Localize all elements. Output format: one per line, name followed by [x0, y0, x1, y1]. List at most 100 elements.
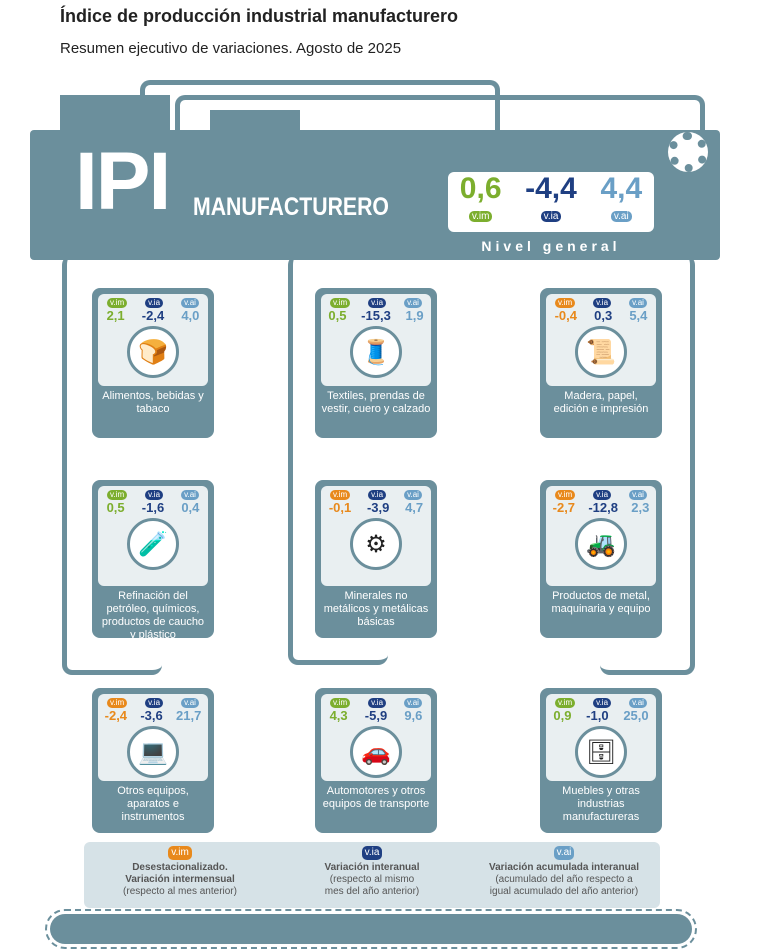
sector-label: Alimentos, bebidas y tabaco	[102, 390, 204, 415]
paper-rolls-icon: 📜	[575, 326, 627, 378]
vai-value: 9,6	[404, 708, 423, 723]
sector-label: Muebles y otras industrias manufacturera…	[562, 785, 640, 823]
header-building	[210, 110, 300, 150]
via-value: -5,9	[364, 708, 388, 723]
via-badge: v.ia	[368, 698, 387, 708]
vai-badge: v.ai	[404, 298, 422, 308]
general-vim-value: 0,6	[459, 172, 502, 205]
vai-value: 25,0	[623, 708, 649, 723]
tractor-icon: 🚜	[575, 518, 627, 570]
vai-value: 2,3	[631, 500, 650, 515]
vim-value: -2,7	[552, 500, 576, 515]
vim-badge: v.im	[555, 298, 576, 308]
legend: v.im Desestacionalizado. Variación inter…	[84, 842, 660, 908]
vim-value: 4,3	[329, 708, 348, 723]
vim-badge: v.im	[330, 298, 351, 308]
furniture-icon: 🗄	[575, 726, 627, 778]
vim-badge: v.im	[107, 490, 128, 500]
legend-line: (acumulado del año respecto a	[495, 874, 633, 885]
manufacturero-label: MANUFACTURERO	[193, 193, 389, 221]
via-value: -12,8	[588, 500, 618, 515]
vai-badge: v.ai	[404, 698, 422, 708]
general-via-value: -4,4	[525, 172, 577, 205]
legend-line: Desestacionalizado.	[132, 862, 228, 873]
vim-value: -0,1	[328, 500, 352, 515]
legend-line: mes del año anterior)	[324, 886, 420, 897]
vai-value: 0,4	[181, 500, 200, 515]
vai-value: 21,7	[176, 708, 202, 723]
via-value: -1,6	[141, 500, 165, 515]
page-subtitle: Resumen ejecutivo de variaciones. Agosto…	[60, 40, 402, 57]
via-value: -2,4	[141, 308, 165, 323]
car-motorcycle-icon: 🚗	[350, 726, 402, 778]
via-badge: v.ia	[368, 298, 387, 308]
sector-label: Minerales no metálicos y metálicas básic…	[323, 590, 429, 628]
legend-line: (respecto al mismo	[329, 874, 415, 885]
via-badge: v.ia	[540, 211, 562, 222]
laptop-phone-icon: 💻	[127, 726, 179, 778]
legend-line: Variación interanual	[324, 862, 420, 873]
sector-label: Refinación del petróleo, químicos, produ…	[101, 590, 205, 641]
via-value: 0,3	[594, 308, 613, 323]
chemicals-icon: 🧪	[127, 518, 179, 570]
vai-badge: v.ai	[610, 211, 632, 222]
page-title: Índice de producción industrial manufact…	[60, 6, 459, 26]
via-badge: v.ia	[593, 698, 612, 708]
pipe	[175, 95, 705, 155]
via-value: -3,9	[366, 500, 390, 515]
vai-badge: v.ai	[181, 698, 199, 708]
legend-line: Variación acumulada interanual	[488, 862, 640, 873]
vim-badge: v.im	[107, 698, 128, 708]
vim-badge: v.im	[555, 490, 576, 500]
vim-badge: v.im	[107, 298, 128, 308]
vai-value: 5,4	[629, 308, 648, 323]
sector-label: Madera, papel, edición e impresión	[553, 390, 649, 415]
vim-value: -2,4	[104, 708, 128, 723]
general-label: Nivel general	[481, 238, 621, 254]
vim-value: -0,4	[554, 308, 577, 323]
vai-badge: v.ai	[404, 490, 422, 500]
vai-value: 4,7	[405, 500, 424, 515]
vai-value: 1,9	[405, 308, 424, 323]
textile-icon: 🧵	[350, 326, 402, 378]
header-building	[60, 95, 170, 155]
via-badge: v.ia	[145, 490, 164, 500]
vai-value: 4,0	[181, 308, 200, 323]
legend-badge: v.im	[168, 846, 192, 860]
via-badge: v.ia	[145, 698, 164, 708]
legend-badge: v.ai	[553, 846, 575, 860]
legend-item: v.ai Variación acumulada interanual (acu…	[468, 842, 660, 908]
via-badge: v.ia	[145, 298, 164, 308]
pipe	[600, 255, 695, 675]
vai-badge: v.ai	[629, 698, 647, 708]
via-value: -3,6	[140, 708, 163, 723]
vim-badge: v.im	[330, 698, 351, 708]
vim-value: 0,5	[328, 308, 347, 323]
sector-card: v.im v.ia v.ai 4,3 -5,9 9,6 🚗 Automotores y …	[315, 688, 437, 833]
vim-badge: v.im	[468, 211, 493, 222]
vim-value: 0,5	[106, 500, 125, 515]
sector-label: Textiles, prendas de vestir, cuero y cal…	[321, 390, 431, 415]
cement-mixer-icon: ⚙	[350, 518, 402, 570]
legend-line: igual acumulado del año anterior)	[489, 886, 639, 897]
vai-badge: v.ai	[629, 490, 647, 500]
legend-line: (respecto al mes anterior)	[123, 886, 237, 897]
vim-badge: v.im	[555, 698, 576, 708]
via-badge: v.ia	[593, 298, 612, 308]
sector-label: Automotores y otros equipos de transport…	[322, 785, 430, 810]
vim-value: 2,1	[106, 308, 125, 323]
